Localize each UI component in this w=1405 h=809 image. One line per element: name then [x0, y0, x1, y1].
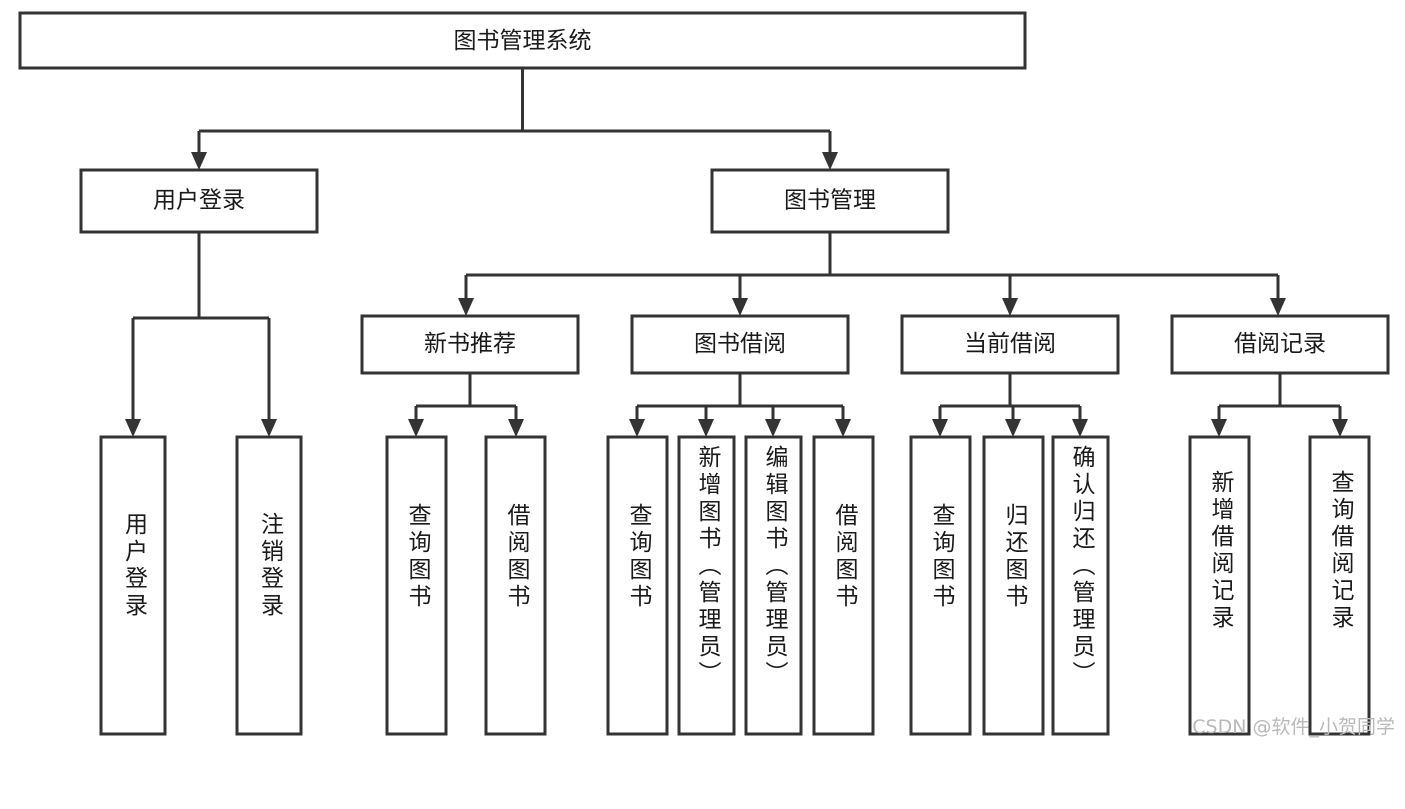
arrow-head-user-login [191, 152, 207, 170]
arrow-head-leaf-borrow-book-1 [508, 419, 524, 437]
node-new-book-rec-box[interactable] [360, 314, 580, 375]
arrow-head-leaf-query-book-1 [408, 419, 424, 437]
node-borrow-record-label: 借阅记录 [1234, 331, 1326, 357]
node-leaf-borrow-book-1-box[interactable] [484, 435, 547, 736]
node-leaf-user-logout-box[interactable] [235, 435, 303, 736]
arrow-head-current-borrow [1002, 298, 1018, 316]
node-leaf-query-book-2-box[interactable] [606, 435, 669, 736]
node-current-borrow-box[interactable] [900, 314, 1120, 375]
node-user-login-box[interactable] [79, 168, 319, 234]
node-leaf-edit-book-box[interactable] [744, 435, 803, 736]
node-leaf-user-login-box[interactable] [99, 435, 167, 736]
arrow-head-leaf-add-record [1211, 419, 1227, 437]
arrow-head-leaf-user-logout [261, 419, 277, 437]
arrow-head-book-manage [822, 152, 838, 170]
arrow-head-leaf-query-record [1332, 419, 1348, 437]
node-root-box[interactable] [18, 11, 1027, 70]
node-user-login-label: 用户登录 [153, 188, 245, 214]
node-root[interactable]: 图书管理系统 [18, 11, 1027, 70]
node-leaf-query-record-box[interactable] [1308, 435, 1371, 736]
arrow-head-leaf-borrow-book-2 [835, 419, 851, 437]
leaf-box-layer [99, 435, 1371, 736]
arrow-head-book-borrow [732, 298, 748, 316]
flowchart-diagram: 图书管理系统 用户登录 图书管理 新书推荐 图书借阅 当前借阅 借阅记录 [18, 11, 1395, 738]
node-current-borrow-label: 当前借阅 [964, 331, 1056, 357]
node-book-manage[interactable]: 图书管理 [710, 168, 950, 234]
arrow-head-leaf-confirm-return [1072, 419, 1088, 437]
arrow-head-leaf-query-book-2 [629, 419, 645, 437]
node-user-login[interactable]: 用户登录 [79, 168, 319, 234]
node-root-label: 图书管理系统 [454, 28, 592, 54]
node-leaf-query-book-1-box[interactable] [385, 435, 448, 736]
arrow-head-leaf-edit-book [765, 419, 781, 437]
diagram-canvas: 图书管理系统 用户登录 图书管理 新书推荐 图书借阅 当前借阅 借阅记录 [18, 11, 1390, 736]
node-leaf-add-record-box[interactable] [1188, 435, 1251, 736]
node-book-manage-label: 图书管理 [784, 188, 876, 214]
node-current-borrow[interactable]: 当前借阅 [900, 314, 1120, 375]
arrow-head-leaf-query-book-3 [932, 419, 948, 437]
node-borrow-record[interactable]: 借阅记录 [1170, 314, 1390, 375]
node-leaf-add-book-box[interactable] [677, 435, 736, 736]
node-borrow-record-box[interactable] [1170, 314, 1390, 375]
arrow-head-leaf-add-book [698, 419, 714, 437]
node-book-borrow-box[interactable] [630, 314, 850, 375]
arrow-head-leaf-return-book [1005, 419, 1021, 437]
connector-layer [125, 68, 1348, 437]
node-leaf-return-book-box[interactable] [982, 435, 1045, 736]
node-book-manage-box[interactable] [710, 168, 950, 234]
node-book-borrow[interactable]: 图书借阅 [630, 314, 850, 375]
node-book-borrow-label: 图书借阅 [694, 331, 786, 357]
node-new-book-rec[interactable]: 新书推荐 [360, 314, 580, 375]
arrow-head-borrow-record [1270, 298, 1286, 316]
node-leaf-confirm-return-box[interactable] [1051, 435, 1110, 736]
node-new-book-rec-label: 新书推荐 [424, 331, 516, 357]
arrow-head-new-book-rec [458, 298, 474, 316]
node-leaf-query-book-3-box[interactable] [909, 435, 972, 736]
arrow-head-leaf-user-login [125, 419, 141, 437]
node-leaf-borrow-book-2-box[interactable] [812, 435, 875, 736]
